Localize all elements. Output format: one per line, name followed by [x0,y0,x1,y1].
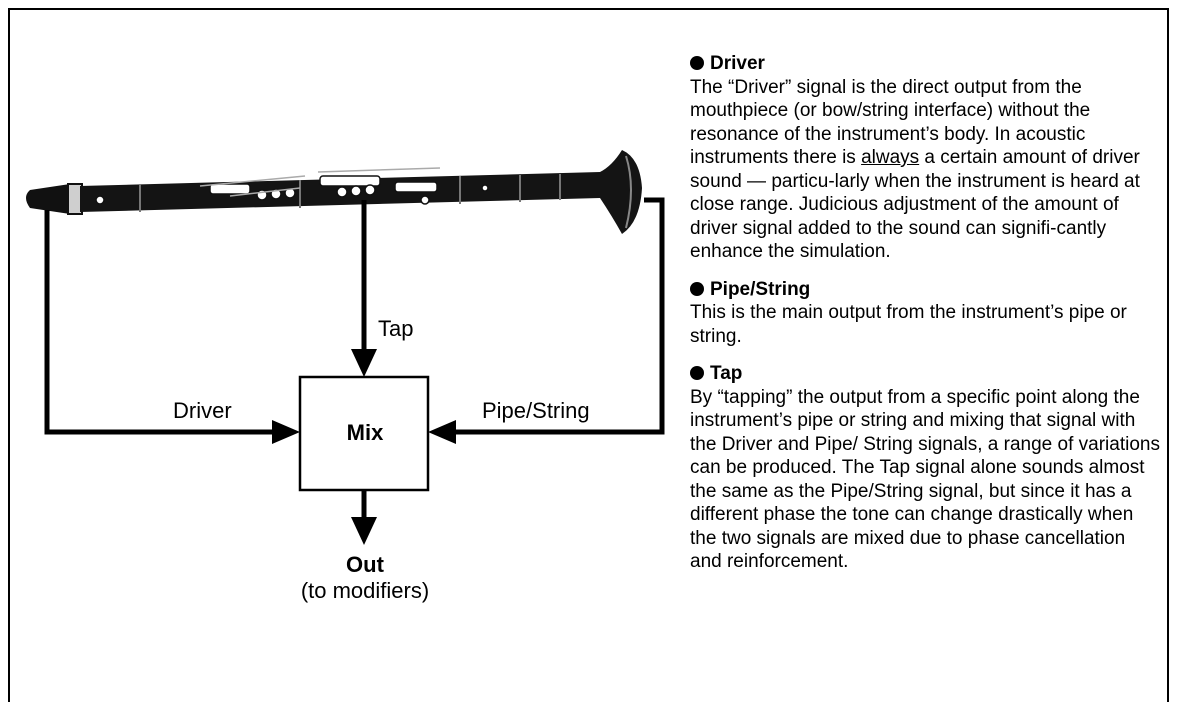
driver-section-title: Driver [710,53,765,74]
pipe-arrowhead [428,420,456,444]
clarinet-image [26,150,642,234]
driver-label: Driver [173,398,232,423]
bullet-icon [690,281,704,296]
page-frame [8,8,1169,702]
driver-section: Driver The “Driver” signal is the direct… [690,52,1160,264]
pipe-line [455,197,665,435]
tap-section-title: Tap [710,363,743,384]
out-label: Out [346,552,384,577]
description-column: Driver The “Driver” signal is the direct… [690,52,1160,588]
tap-label: Tap [378,316,414,341]
tap-section-body: By “tapping” the output from a specific … [690,386,1160,573]
pipe-string-label: Pipe/String [482,398,590,423]
pipe-string-section-title: Pipe/String [710,278,811,300]
driver-body-part1: The “Driver” signal is the direct output… [690,76,1091,169]
bullet-icon [690,366,704,380]
out-sub-label: (to modifiers) [300,578,430,603]
pipe-string-section-body: This is the main output from the instrum… [690,302,1127,347]
driver-body-part2: a certain amount of driver sound — parti… [690,147,1140,262]
driver-section-body: The “Driver” signal is the direct output… [690,76,1160,264]
driver-line [44,210,273,435]
mix-label: Mix [346,420,384,445]
mix-box [298,375,430,492]
signal-flow-diagram [26,150,665,545]
tap-arrowhead [351,349,377,377]
bullet-icon [690,56,704,70]
driver-body-emphasis: always [861,147,920,168]
out-arrowhead [351,517,377,545]
driver-arrowhead [272,420,300,444]
tap-section: Tap By “tapping” the output from a speci… [690,362,1160,574]
pipe-string-section: Pipe/String This is the main output from… [690,278,1160,349]
